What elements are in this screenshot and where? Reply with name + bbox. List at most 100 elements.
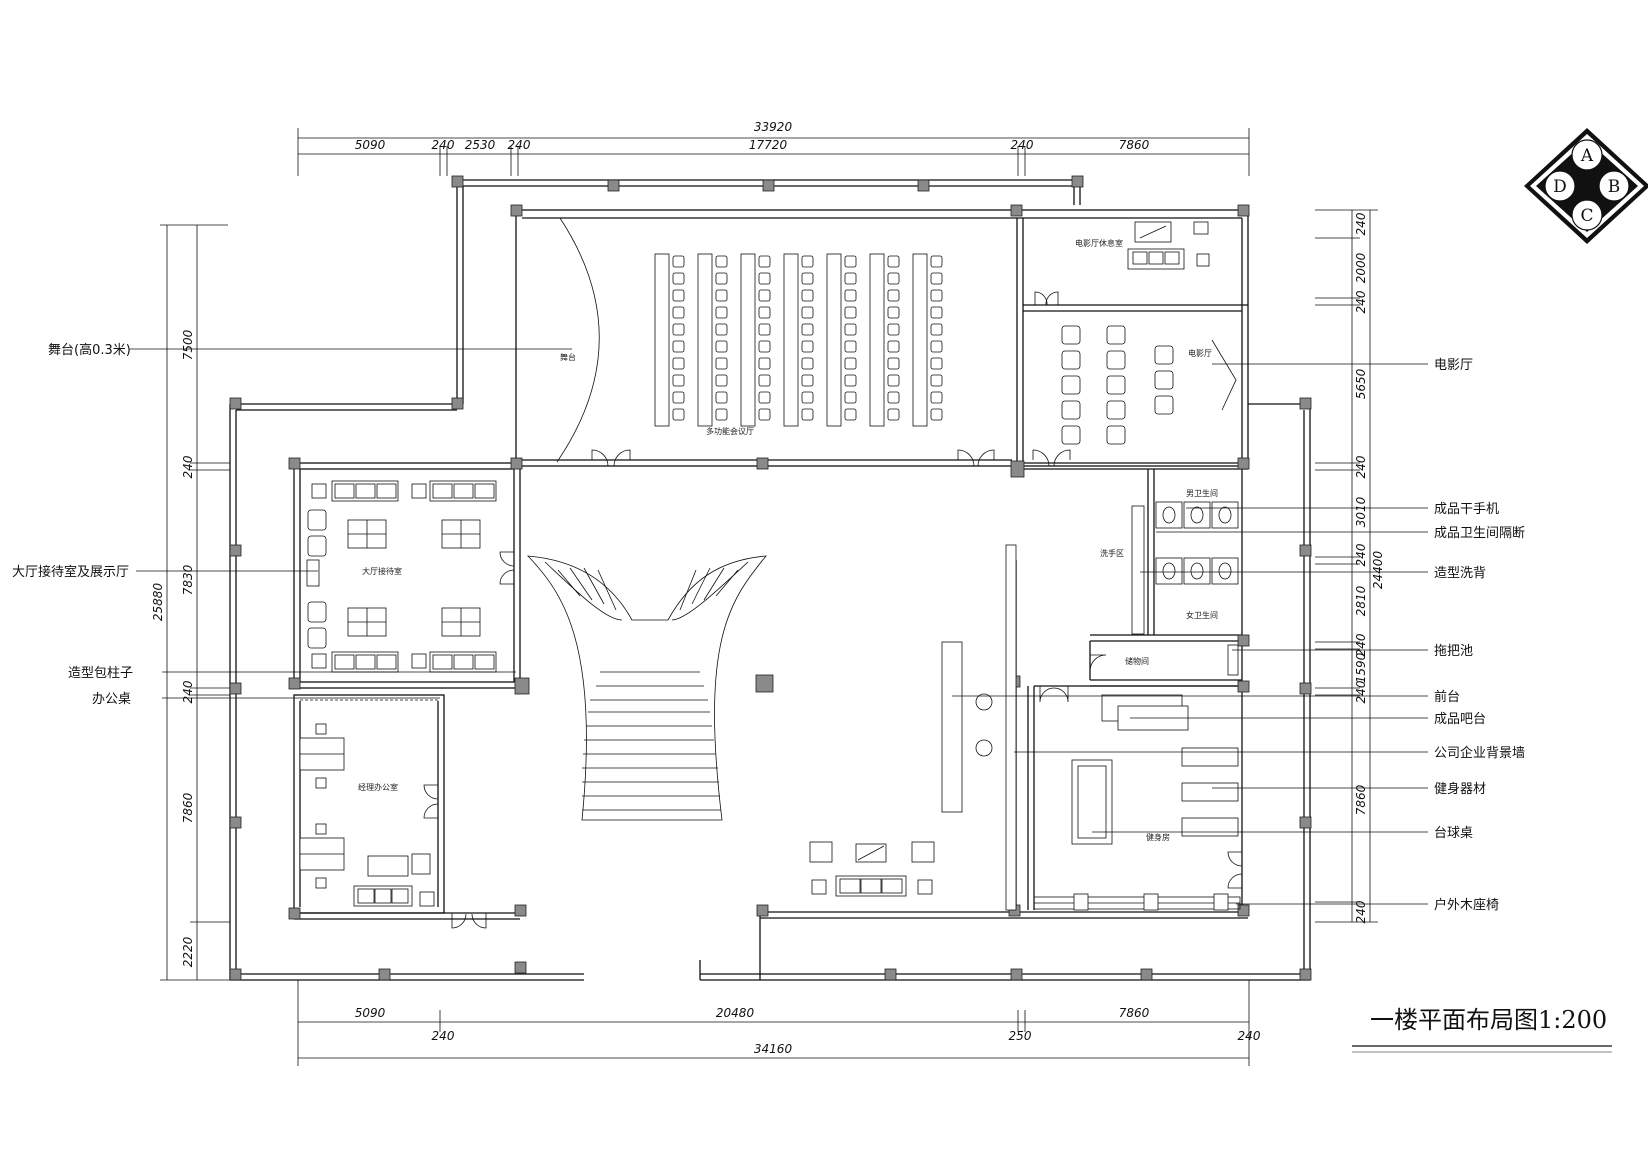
treadmill <box>1181 747 1239 767</box>
armchair <box>307 535 327 557</box>
mop-sink <box>1227 644 1239 676</box>
dim-left-seg: 7860 <box>181 792 195 823</box>
room-label-stage: 舞台 <box>560 352 576 362</box>
toilet-stall <box>1183 557 1211 585</box>
meeting-desk <box>654 253 670 427</box>
callout-stage: 舞台(高0.3米) <box>48 342 131 358</box>
meeting-chair <box>801 255 814 268</box>
meeting-chair <box>844 391 857 404</box>
cinema-seat <box>1154 370 1174 390</box>
meeting-chair <box>801 289 814 302</box>
cinema-seats <box>1061 325 1174 445</box>
dim-bottom-minor: 240 <box>1238 1029 1261 1043</box>
callout-cinema: 电影厅 <box>1434 358 1473 373</box>
callout-reception-hall: 大厅接待室及展示厅 <box>12 564 129 580</box>
meeting-chair <box>930 306 943 319</box>
sofa-cushion <box>334 654 355 670</box>
cinema-seat <box>1061 325 1081 345</box>
cinema-seat <box>1154 395 1174 415</box>
toilet-stall <box>1155 501 1183 529</box>
room-label-meeting-hall: 多功能会议厅 <box>706 426 754 436</box>
storage-door[interactable] <box>1089 654 1107 672</box>
wash-counter <box>1131 505 1145 635</box>
meeting-chair <box>758 306 771 319</box>
meeting-hall-doors[interactable] <box>591 449 1071 467</box>
side-table <box>411 653 427 669</box>
meeting-chair <box>930 323 943 336</box>
west-entrance-door[interactable] <box>451 913 487 929</box>
cinema-seat <box>1106 400 1126 420</box>
meeting-chair <box>758 289 771 302</box>
sofa-cushion <box>355 483 376 499</box>
meeting-chair <box>672 357 685 370</box>
meeting-chair <box>887 408 900 421</box>
sofa-cushion <box>334 483 355 499</box>
meeting-chair <box>758 255 771 268</box>
dim-bottom-minor: 250 <box>1009 1029 1032 1043</box>
meeting-chair <box>844 255 857 268</box>
meeting-hall-seating <box>654 253 943 427</box>
callout-fitness: 健身器材 <box>1434 781 1486 797</box>
sofa-cushion <box>474 654 495 670</box>
compass-b: B <box>1608 177 1621 197</box>
meeting-chair <box>930 272 943 285</box>
dim-left-seg: 240 <box>181 680 195 703</box>
dim-right-seg: 240 <box>1354 212 1368 235</box>
meeting-chair <box>930 289 943 302</box>
meeting-chair <box>930 374 943 387</box>
front-desk <box>941 641 963 813</box>
meeting-chair <box>715 357 728 370</box>
meeting-desk <box>697 253 713 427</box>
meeting-desk <box>740 253 756 427</box>
meeting-chair <box>672 272 685 285</box>
room-label-mens-restroom: 男卫生间 <box>1186 488 1218 498</box>
dim-left-total: 25880 <box>151 583 165 622</box>
armchair <box>307 509 327 531</box>
dim-top-seg: 17720 <box>749 138 788 152</box>
meeting-desk <box>912 253 928 427</box>
toilet-stall <box>1155 557 1183 585</box>
front-desk-area <box>941 544 1189 911</box>
meeting-chair <box>887 255 900 268</box>
meeting-chair <box>758 374 771 387</box>
dim-right-seg: 7860 <box>1354 784 1368 815</box>
meeting-chair <box>758 357 771 370</box>
right-callout-texts: 电影厅 成品干手机 成品卫生间隔断 造型洗背 拖把池 前台 成品吧台 公司企业背… <box>1434 358 1525 913</box>
reception-furniture <box>307 480 497 673</box>
interior-walls <box>293 218 1248 920</box>
meeting-desk <box>783 253 799 427</box>
dim-top-seg: 7860 <box>1119 138 1150 152</box>
dim-left-seg: 7830 <box>181 564 195 595</box>
meeting-chair <box>801 340 814 353</box>
dim-right-seg: 1590 <box>1354 652 1368 683</box>
room-label-womens-restroom: 女卫生间 <box>1186 610 1218 620</box>
meeting-chair <box>715 272 728 285</box>
compass-a: A <box>1580 146 1594 166</box>
sofa-cushion <box>376 654 397 670</box>
left-callouts <box>130 348 572 699</box>
toilet-stall <box>1211 557 1239 585</box>
cinema-seat <box>1106 425 1126 445</box>
reception-door[interactable] <box>499 551 515 585</box>
lobby-lounge <box>809 841 935 897</box>
toilet-stall <box>1211 501 1239 529</box>
meeting-chair <box>715 255 728 268</box>
toilet-icon <box>1218 562 1232 580</box>
meeting-chair <box>887 374 900 387</box>
meeting-chair <box>844 323 857 336</box>
meeting-chair <box>715 323 728 336</box>
left-dimension-texts: 25880 7500 240 7830 240 7860 2220 <box>151 329 195 967</box>
sofa-cushion <box>376 483 397 499</box>
meeting-chair <box>801 306 814 319</box>
meeting-chair <box>672 323 685 336</box>
meeting-chair <box>758 340 771 353</box>
room-label-cinema-lounge: 电影厅休息室 <box>1075 238 1123 248</box>
dim-right-total: 24400 <box>1371 551 1385 590</box>
dim-bottom-minor: 240 <box>432 1029 455 1043</box>
callout-corporate-wall: 公司企业背景墙 <box>1434 745 1525 761</box>
dim-right-seg: 2810 <box>1354 585 1368 616</box>
top-dimension-lines <box>297 128 1250 176</box>
meeting-chair <box>801 408 814 421</box>
cinema-lounge-furniture <box>1034 221 1210 306</box>
side-table <box>411 483 427 499</box>
